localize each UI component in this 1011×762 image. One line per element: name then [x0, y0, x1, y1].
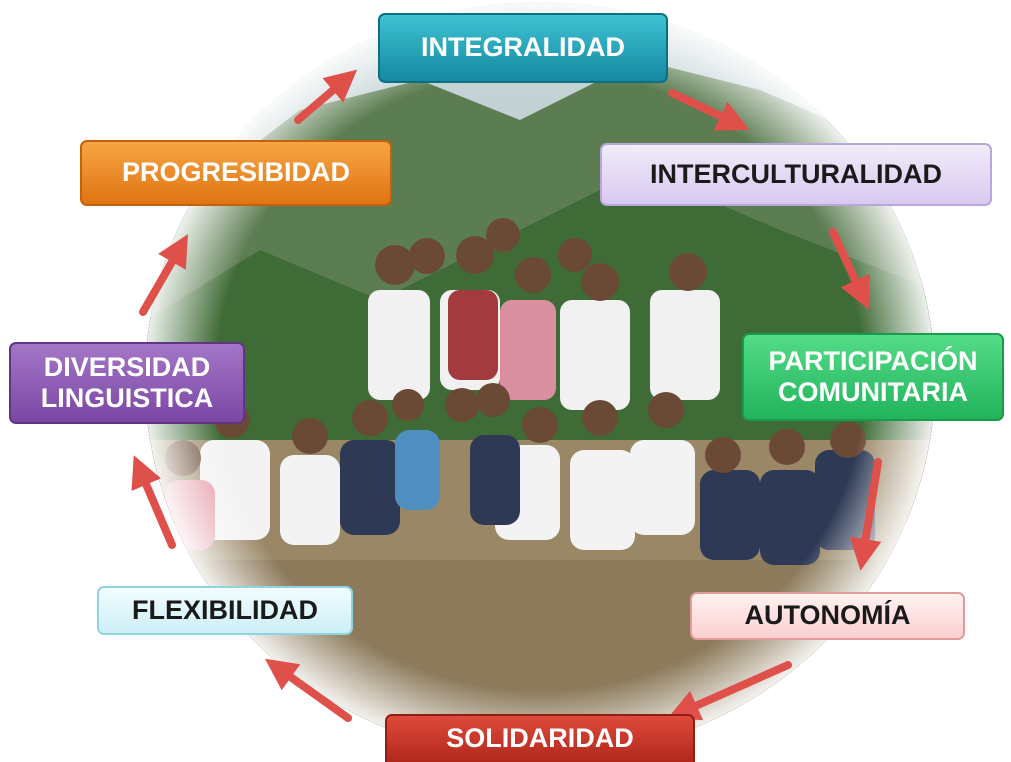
node-autonomia-label: AUTONOMÍA: [744, 600, 911, 631]
node-participacion-line-2: COMUNITARIA: [778, 377, 968, 407]
arrow-interculturalidad-to-participacion: [829, 228, 870, 310]
node-interculturalidad-label: INTERCULTURALIDAD: [650, 158, 942, 189]
node-interculturalidad: INTERCULTURALIDAD: [600, 143, 992, 206]
node-diversidad-line-1: DIVERSIDAD: [43, 351, 211, 382]
node-diversidad-linguistica: DIVERSIDAD LINGUISTICA: [9, 342, 245, 424]
arrow-progresibidad-to-integralidad: [294, 69, 358, 124]
node-autonomia: AUTONOMÍA: [690, 592, 965, 640]
node-flexibilidad: FLEXIBILIDAD: [97, 586, 353, 635]
node-integralidad: INTEGRALIDAD: [378, 13, 668, 83]
arrow-diversidad-to-progresibidad: [139, 234, 189, 316]
node-participacion-line-1: PARTICIPACIÓN: [768, 345, 978, 376]
node-diversidad-line-2: LINGUISTICA: [40, 383, 214, 413]
arrow-flexibilidad-to-diversidad: [131, 455, 176, 549]
arrow-integralidad-to-interculturalidad: [668, 89, 750, 131]
arrow-participacion-to-autonomia: [849, 458, 882, 571]
node-participacion-comunitaria: PARTICIPACIÓN COMUNITARIA: [742, 333, 1004, 421]
node-progresibidad-label: PROGRESIBIDAD: [121, 157, 351, 188]
arrow-solidaridad-to-flexibilidad: [264, 658, 352, 722]
node-progresibidad: PROGRESIBIDAD: [80, 140, 392, 206]
node-solidaridad-label: SOLIDARIDAD: [446, 723, 634, 754]
arrow-autonomia-to-solidaridad: [667, 661, 792, 721]
node-flexibilidad-label: FLEXIBILIDAD: [132, 594, 318, 625]
node-solidaridad: SOLIDARIDAD: [385, 714, 695, 762]
node-integralidad-label: INTEGRALIDAD: [421, 32, 625, 63]
